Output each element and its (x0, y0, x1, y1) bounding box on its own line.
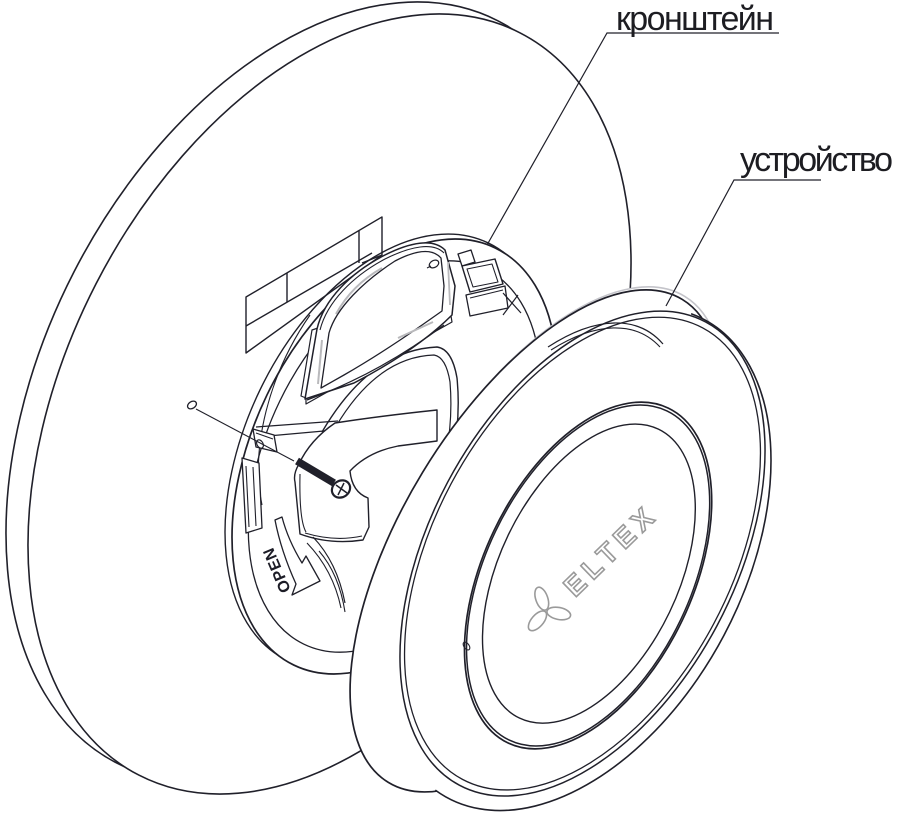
svg-text:кронштейн: кронштейн (616, 0, 774, 38)
svg-text:устройство: устройство (740, 141, 893, 179)
